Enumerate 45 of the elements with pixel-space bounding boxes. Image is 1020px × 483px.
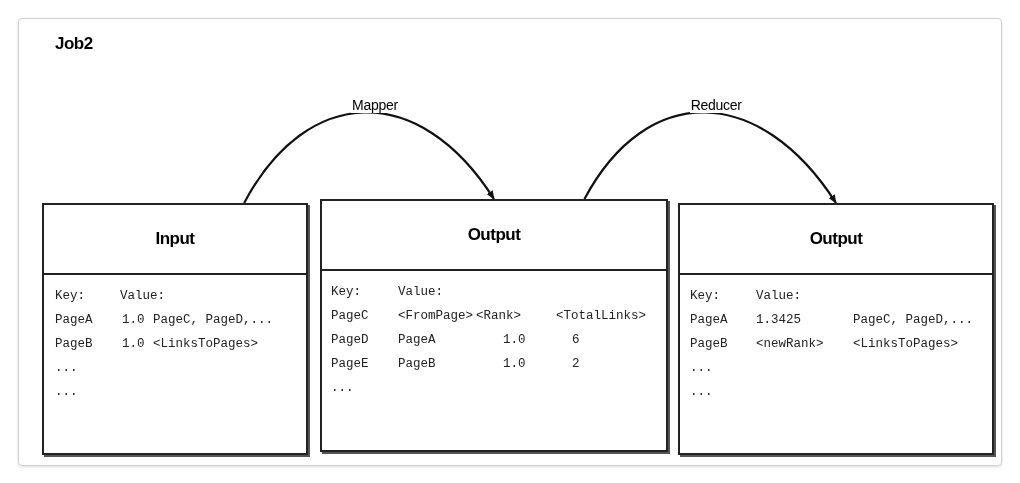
table-text: 1.3425 (756, 313, 801, 327)
table-text: <LinksToPages> (153, 337, 259, 351)
table-text: <newRank> (756, 337, 824, 351)
table-text: Value: (398, 285, 443, 299)
curved-arrow (583, 111, 837, 204)
table-text: Value: (756, 289, 801, 303)
table-text: 1.0 (503, 333, 526, 347)
table-text: ... (55, 361, 78, 375)
table-text: 6 (572, 333, 580, 347)
table-box (678, 203, 994, 455)
table-text: 1.0 (122, 313, 145, 327)
table-text: PageA (55, 313, 93, 327)
edge-label: Reducer (689, 96, 743, 113)
table-text: PageA (690, 313, 728, 327)
table-text: Value: (120, 289, 165, 303)
table-text: Key: (331, 285, 361, 299)
table-text: PageB (690, 337, 728, 351)
table-box (42, 203, 308, 455)
table-text: 2 (572, 357, 580, 371)
box-heading: Output (467, 225, 521, 245)
table-text: PageA (398, 333, 436, 347)
box-heading: Input (155, 229, 195, 249)
table-text: <FromPage> (398, 309, 473, 323)
table-text: ... (55, 385, 78, 399)
table-text: 1.0 (503, 357, 526, 371)
table-text: 1.0 (122, 337, 145, 351)
table-text: <Rank> (476, 309, 521, 323)
table-box (320, 199, 668, 452)
table-text: PageB (398, 357, 436, 371)
table-text: Key: (690, 289, 720, 303)
table-text: <LinksToPages> (853, 337, 959, 351)
diagram-title: Job2 (55, 34, 93, 54)
table-text: PageB (55, 337, 93, 351)
table-text: PageE (331, 357, 369, 371)
table-text: PageD (331, 333, 369, 347)
table-text: PageC, PageD,... (853, 313, 974, 327)
curved-arrow (243, 111, 495, 204)
table-text: PageC, PageD,... (153, 313, 274, 327)
box-heading: Output (809, 229, 863, 249)
table-text: <TotalLinks> (556, 309, 646, 323)
table-text: PageC (331, 309, 369, 323)
table-text: ... (690, 385, 713, 399)
table-text: ... (690, 361, 713, 375)
table-text: ... (331, 381, 354, 395)
table-text: Key: (55, 289, 85, 303)
